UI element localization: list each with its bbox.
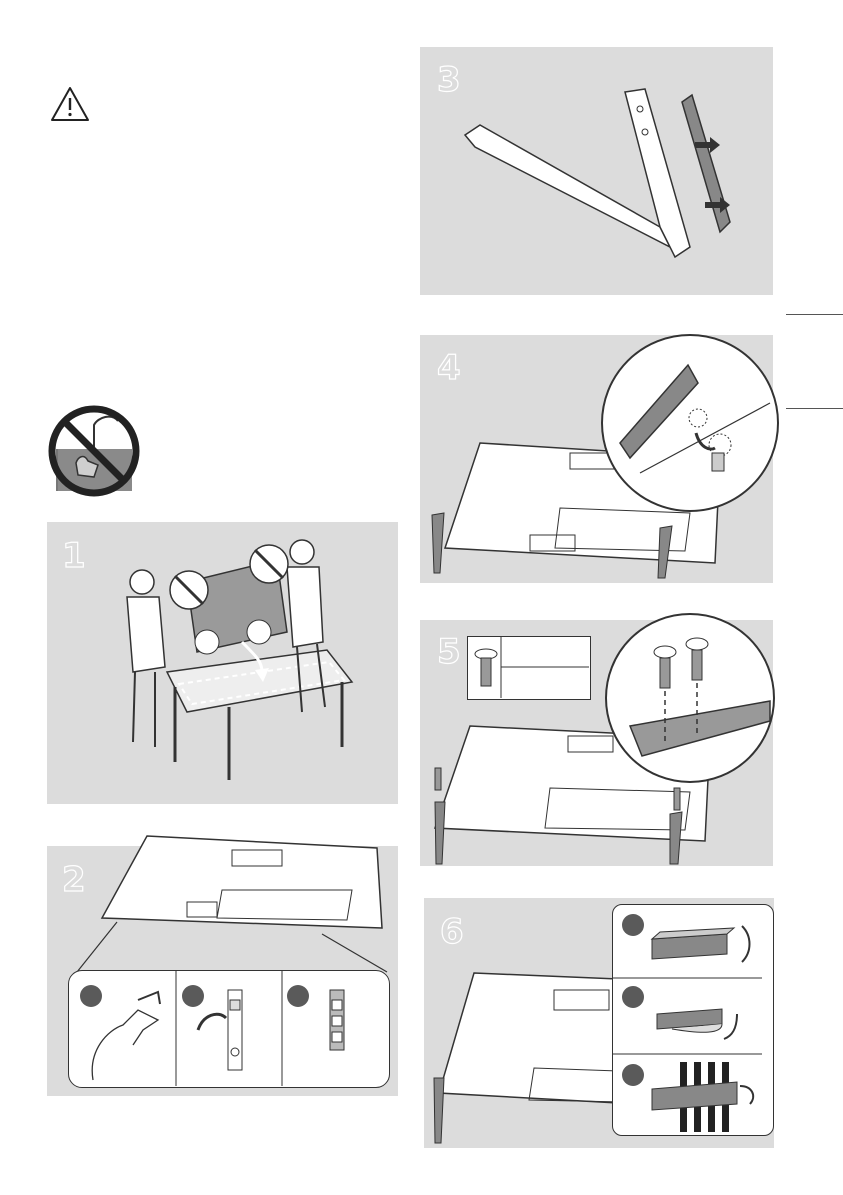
margin-rule-bottom	[786, 408, 843, 409]
step-4-illustration	[420, 323, 773, 583]
step-2-tv-back	[47, 830, 398, 940]
step-3-stand-illustration	[420, 47, 773, 295]
step-1-illustration	[47, 522, 398, 804]
no-touch-screen-icon	[48, 405, 140, 497]
step-6-clip-drawings	[612, 904, 772, 1134]
step-5-illustration	[420, 616, 773, 866]
step-2-detail-drawings	[68, 970, 388, 1086]
warning-icon	[50, 86, 90, 122]
margin-rule-top	[786, 314, 843, 315]
